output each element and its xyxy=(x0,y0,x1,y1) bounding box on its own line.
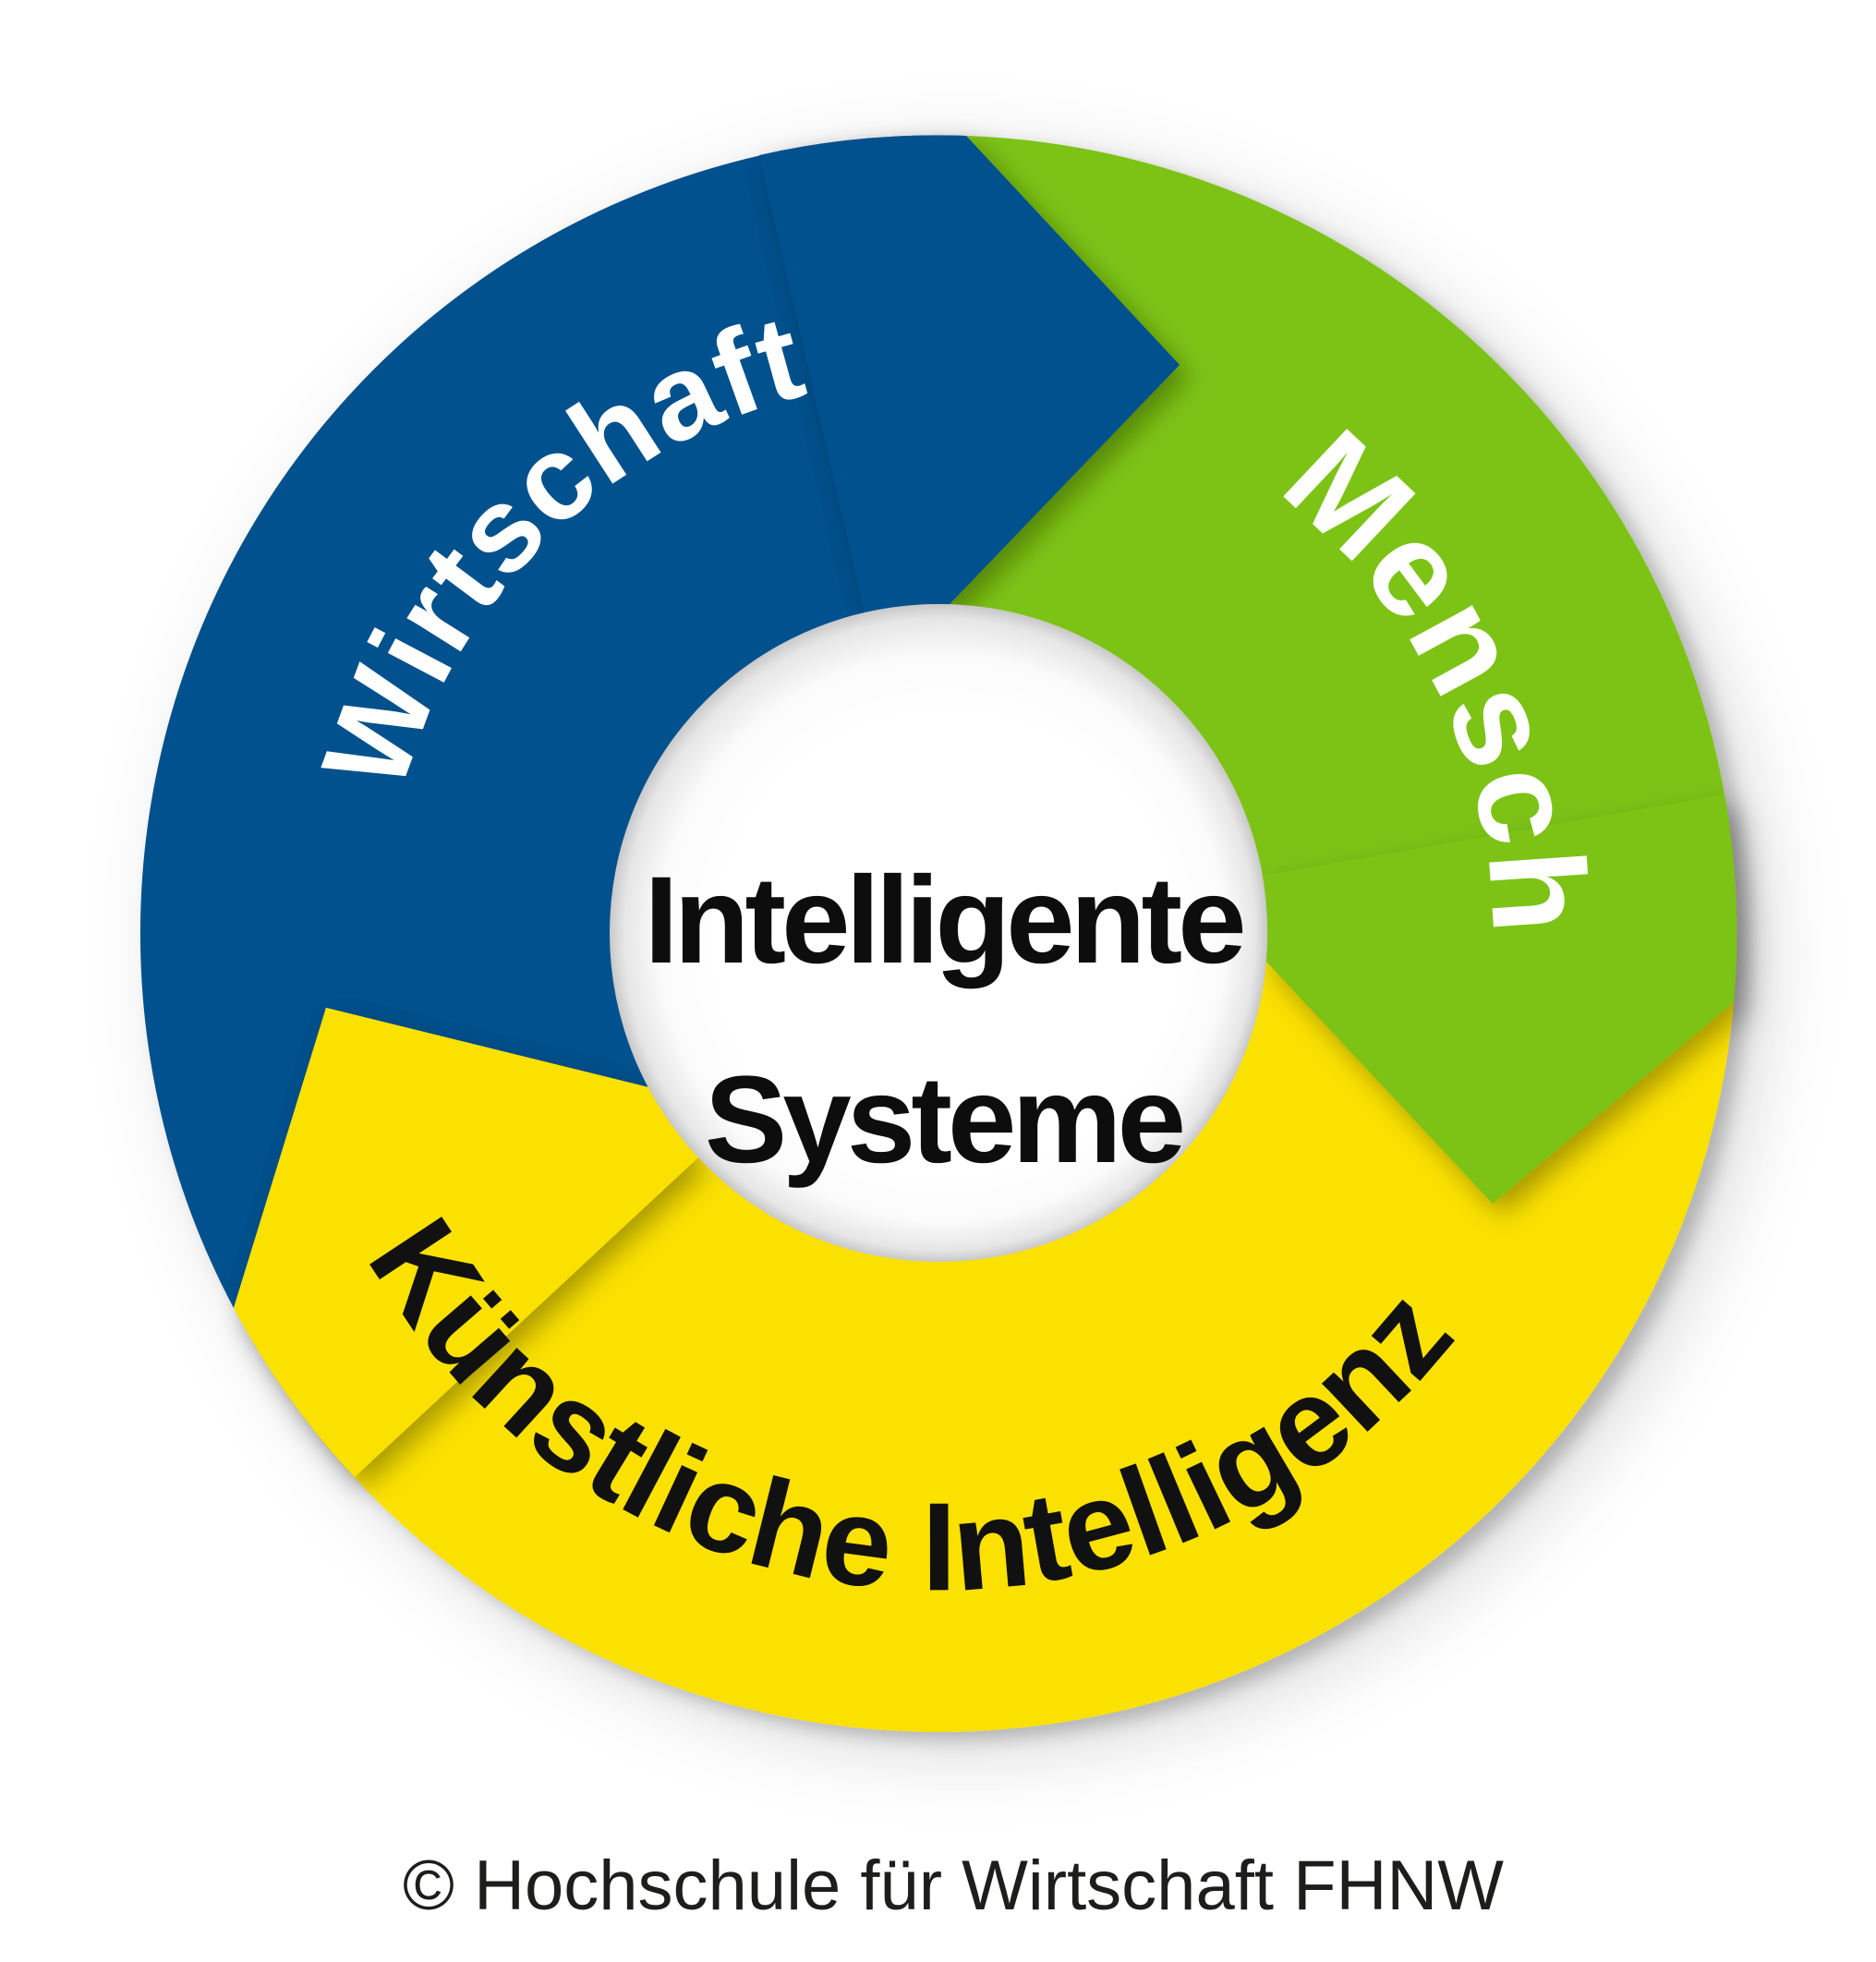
copyright-caption: © Hochschule für Wirtschaft FHNW xyxy=(403,1847,1504,1925)
arrow-ring xyxy=(139,135,1737,1732)
center-title-line2: Systeme xyxy=(705,1051,1182,1189)
center-title: Intelligente Systeme xyxy=(644,852,1247,1189)
arrow-tip-kuenstliche-intelligenz xyxy=(234,1008,698,1477)
arrow-tip-mensch xyxy=(1263,794,1737,1204)
arrow-tip-wirtschaft xyxy=(759,135,1180,612)
center-circle xyxy=(610,604,1267,1262)
center-title-line1: Intelligente xyxy=(644,852,1242,989)
